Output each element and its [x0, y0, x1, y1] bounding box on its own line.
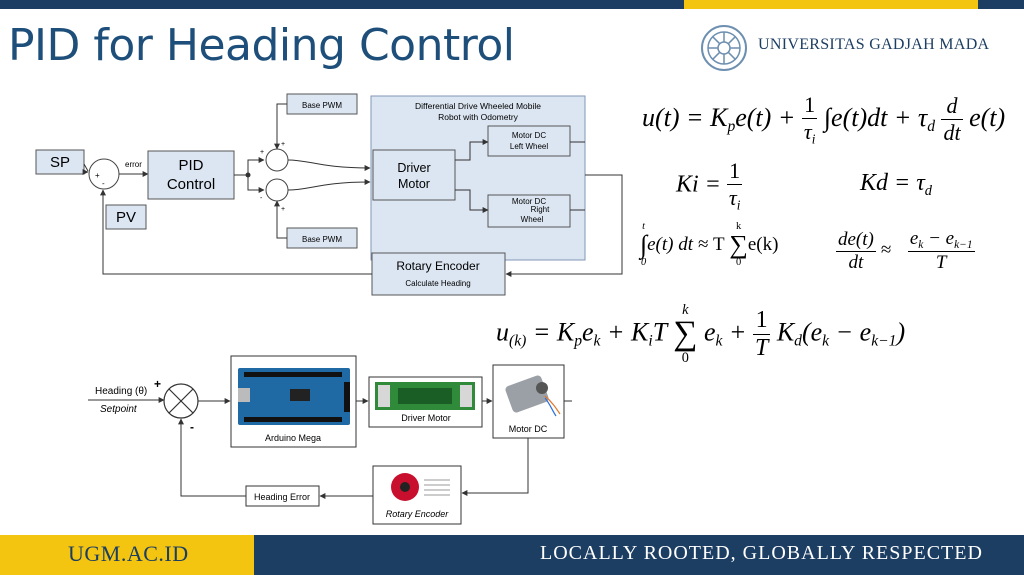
encoder-label: Rotary Encoder: [396, 259, 479, 273]
base-pwm-bottom-label: Base PWM: [302, 235, 342, 244]
top-bar-navy-right: [978, 0, 1024, 9]
sum-junction-hw: [163, 383, 199, 419]
driver-label-1: Driver: [397, 161, 430, 175]
top-bar-gold: [684, 0, 978, 9]
motor-right-box: Motor DC Right Wheel: [487, 194, 571, 228]
sum-plus: +: [95, 171, 100, 180]
driver-hw-label: Driver Motor: [401, 413, 451, 423]
university-seal-icon: [701, 25, 747, 71]
driver-board-icon: [375, 382, 475, 410]
svg-text:-: -: [260, 195, 263, 202]
heading-error-label: Heading Error: [254, 492, 310, 502]
hw-plus: +: [154, 377, 161, 391]
base-pwm-bottom-box: Base PWM: [286, 227, 358, 249]
encoder-hw-label: Rotary Encoder: [386, 509, 450, 519]
pv-label: PV: [116, 209, 136, 226]
encoder-sub-label: Calculate Heading: [405, 279, 470, 288]
pid-control-box: PID Control: [147, 150, 235, 200]
sp-box: SP: [35, 149, 85, 175]
arduino-board-icon: [238, 368, 350, 425]
sum-junction-upper: [265, 148, 289, 172]
motor-left-label-1: Motor DC: [512, 131, 546, 140]
motor-hw-label: Motor DC: [509, 424, 548, 434]
base-pwm-top-label: Base PWM: [302, 101, 342, 110]
university-name: UNIVERSITAS GADJAH MADA: [758, 36, 990, 53]
pid-label-1: PID: [178, 157, 203, 174]
robot-title-2: Robot with Odometry: [438, 112, 519, 122]
motor-left-box: Motor DC Left Wheel: [487, 125, 571, 157]
arduino-label: Arduino Mega: [265, 433, 321, 443]
rotary-encoder-box: Rotary Encoder Calculate Heading: [371, 252, 506, 296]
footer-navy-bar: [254, 535, 1024, 575]
encoder-icon: [391, 473, 450, 501]
hw-minus: -: [190, 420, 194, 434]
pv-box: PV: [105, 204, 147, 230]
footer-slogan: LOCALLY ROOTED, GLOBALLY RESPECTED: [540, 542, 983, 564]
motor-icon: [505, 375, 561, 417]
svg-text:+: +: [260, 149, 264, 156]
arduino-mega-box: Arduino Mega: [230, 355, 357, 448]
driver-motor-hw-box: Driver Motor: [368, 376, 483, 428]
equation-kd: Kd = τd: [860, 170, 932, 200]
sp-label: SP: [50, 154, 70, 171]
pid-label-2: Control: [167, 176, 215, 193]
motor-right-label-2: Right: [531, 205, 550, 214]
motor-left-label-2: Left Wheel: [510, 142, 548, 151]
slide-title: PID for Heading Control: [8, 20, 515, 71]
rotary-encoder-hw-box: Rotary Encoder: [372, 465, 462, 525]
motor-right-label-3: Wheel: [521, 215, 544, 224]
error-label: error: [125, 160, 142, 169]
sum-minus: -: [102, 179, 105, 188]
footer-gold-bar: [0, 535, 254, 575]
sum-junction-lower: [265, 178, 289, 202]
svg-text:+: +: [281, 206, 285, 213]
robot-title-1: Differential Drive Wheeled Mobile: [415, 101, 541, 111]
motor-right-label-1: Motor DC: [512, 197, 546, 206]
setpoint-label: Setpoint: [100, 404, 138, 415]
motor-dc-hw-box: Motor DC: [492, 364, 565, 439]
driver-label-2: Motor: [398, 177, 430, 191]
heading-label: Heading (θ): [95, 386, 147, 397]
base-pwm-top-box: Base PWM: [286, 93, 358, 115]
svg-text:+: +: [281, 141, 285, 148]
top-bar-navy: [0, 0, 684, 9]
footer-url: UGM.AC.ID: [68, 541, 189, 566]
heading-error-box: Heading Error: [245, 485, 320, 507]
driver-motor-box: Driver Motor: [372, 149, 456, 201]
